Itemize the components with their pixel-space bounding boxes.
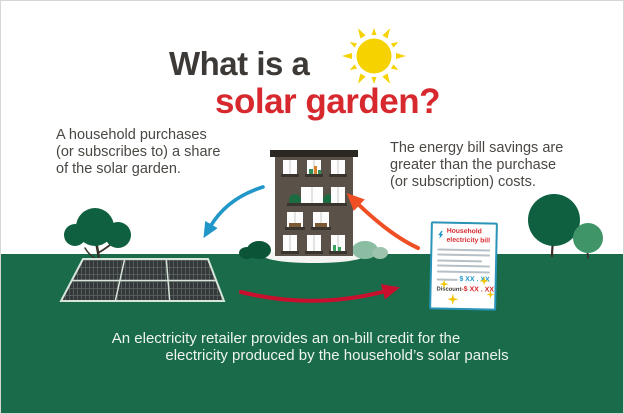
- sparkle-icon: [479, 276, 489, 286]
- sparkle-icon: [486, 290, 495, 299]
- apartment-building: [270, 150, 358, 256]
- sparkle-icon: [439, 279, 449, 289]
- caption-savings-line-3: (or subscription) costs.: [390, 174, 536, 190]
- headline: What is a: [169, 45, 310, 82]
- caption-savings-line-2: greater than the purchase: [390, 157, 557, 173]
- tree-right: [528, 194, 603, 259]
- building-windows-row-1: [281, 160, 347, 177]
- caption-purchase-line-3: of the solar garden.: [56, 161, 181, 177]
- electricity-bill: Household electricity bill $ XX . XX Dis…: [429, 221, 498, 311]
- caption-purchase-line-2: (or subscribes to) a share: [56, 144, 221, 160]
- sun-icon: [342, 26, 406, 86]
- caption-purchase-line-1: A household purchases: [56, 127, 207, 143]
- caption-savings-line-1: The energy bill savings are: [390, 140, 564, 156]
- red-curved-arrow-icon: [239, 284, 400, 303]
- solar-panel-array: [59, 258, 226, 302]
- sparkle-icon: [447, 293, 459, 305]
- building-windows-row-2: [287, 187, 347, 206]
- caption-savings: The energy bill savings are greater than…: [390, 140, 563, 191]
- bush-left: [239, 241, 271, 259]
- caption-credit-line-2: electricity produced by the household’s …: [165, 347, 509, 364]
- bill-text-lines: [436, 248, 491, 274]
- bush-right: [352, 241, 388, 259]
- building-windows-row-3: [285, 212, 331, 230]
- caption-purchase: A household purchases (or subscribes to)…: [56, 127, 220, 178]
- bill-title: Household electricity bill: [446, 227, 491, 245]
- blue-curved-arrow-icon: [203, 185, 265, 239]
- building-windows-row-4: [281, 235, 347, 254]
- building-roof: [270, 150, 358, 157]
- headline-accent: solar garden?: [215, 82, 440, 121]
- lightning-bolt-icon: [438, 230, 444, 239]
- caption-credit-line-1: An electricity retailer provides an on-b…: [111, 330, 461, 347]
- orange-curved-arrow-icon: [346, 192, 420, 250]
